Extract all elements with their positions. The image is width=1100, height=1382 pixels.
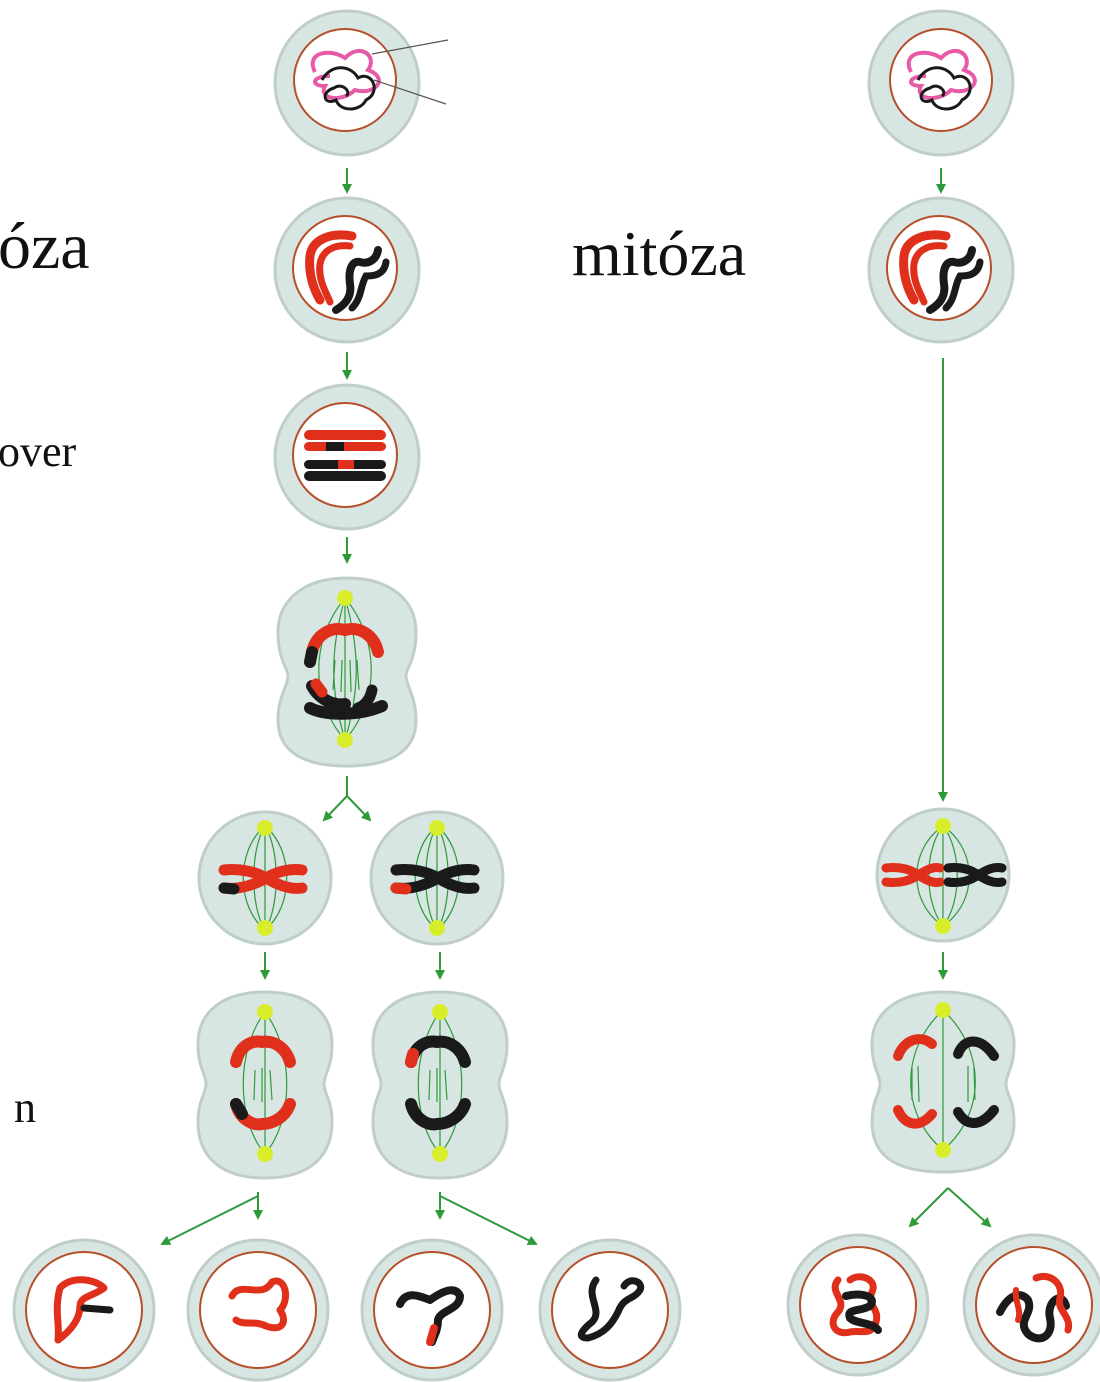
maternal-chromatin [310,49,381,101]
haploid-cell-2 [186,1238,330,1382]
mitosis-title: mitóza [572,218,747,289]
paternal-chromatin [320,66,376,111]
meiosis-II-anaphase-cell-right [371,990,509,1180]
maternal-chromatid [304,430,386,440]
mitosis-daughter-cell-right [962,1233,1100,1377]
meiosis-II-anaphase-cell-left [196,990,334,1180]
meiosis-prophase-cell [273,196,421,344]
centrosome-bottom [337,732,353,748]
n-label-fragment: n [14,1083,36,1132]
meiosis-crossover-cell [273,383,421,531]
mitosis-interphase-cell [867,9,1015,157]
chromatid-bottom [405,1098,471,1131]
paternal-chromosome [332,246,382,314]
centrosome-top [337,590,353,606]
meiosis-II-metaphase-cell-right [369,810,505,946]
maternal-chromosome [305,230,357,305]
mitosis-prophase-cell [867,196,1015,344]
chiasma [337,451,353,459]
arrow-meiosis-split-1 [322,776,372,822]
mitosis-anaphase-cell [870,990,1016,1174]
chromatid-top [230,1035,296,1068]
haploid-cell-1 [12,1238,156,1382]
meiosis-title-fragment: óza [0,210,90,283]
pointer-line-bottom [373,79,447,105]
haploid-cell-3 [360,1238,504,1382]
mitosis-daughter-cell-left [786,1233,930,1377]
meiosis-II-metaphase-cell-left [197,810,333,946]
arrow-meiosis-split-left [160,1192,263,1245]
spindle-fibers [318,597,372,741]
meiosis-interphase-cell [273,9,449,157]
pointer-line-top [371,39,449,55]
crossover-label-fragment: over [0,427,77,476]
haploid-cell-4 [538,1238,682,1382]
mitosis-metaphase-cell [875,807,1011,943]
meiosis-I-anaphase-cell [276,576,418,768]
arrow-mitosis-split [908,1187,992,1228]
arrow-meiosis-split-right [435,1192,538,1245]
